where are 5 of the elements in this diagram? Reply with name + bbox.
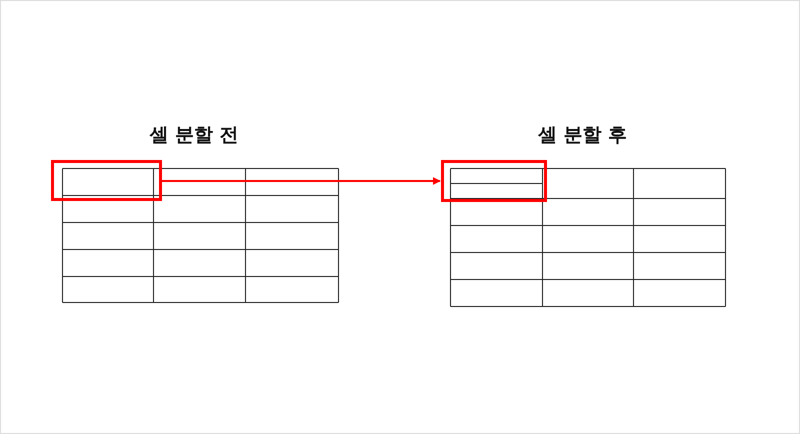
highlight-box xyxy=(441,160,547,202)
table-heading: 셀 분할 후 xyxy=(536,123,628,148)
highlight-box xyxy=(51,160,162,201)
table-heading: 셀 분할 전 xyxy=(148,123,240,148)
arrow xyxy=(162,177,441,185)
